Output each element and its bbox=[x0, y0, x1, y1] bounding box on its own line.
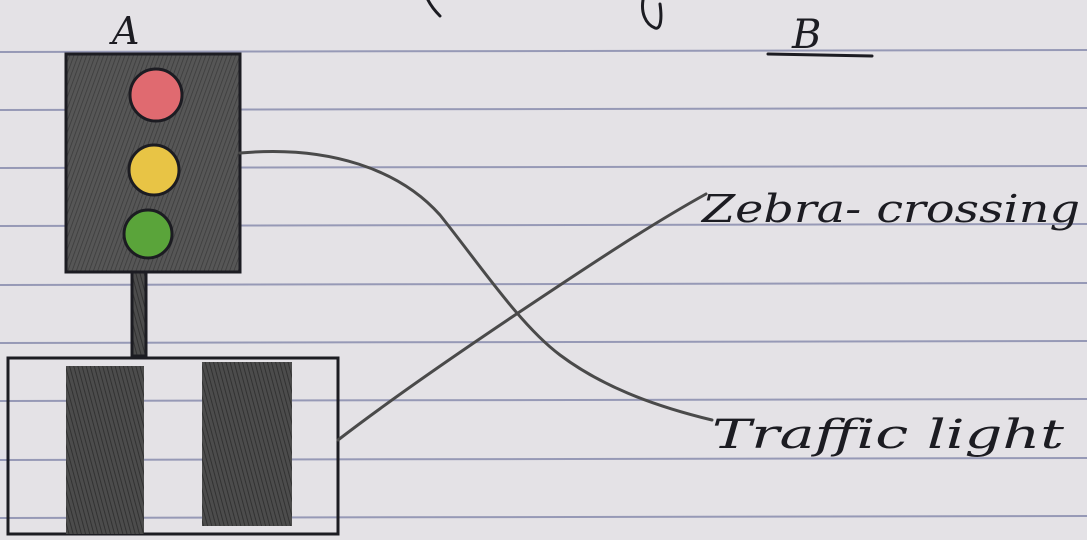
traffic-light-drawing bbox=[64, 52, 242, 358]
column-a-heading: A bbox=[109, 9, 139, 53]
red-lamp bbox=[128, 67, 184, 123]
traffic-light-pole bbox=[130, 270, 148, 358]
top-edge-marks bbox=[426, 0, 663, 30]
zebra-stripe bbox=[66, 366, 144, 534]
zebra-crossing-outline bbox=[6, 356, 340, 536]
match-line-zebra-crossing bbox=[336, 192, 708, 442]
column-b-heading: B bbox=[791, 12, 821, 58]
label-traffic-light: Traffic light bbox=[712, 412, 1065, 458]
label-zebra-crossing: Zebra- crossing bbox=[701, 187, 1080, 231]
match-line-traffic-light bbox=[238, 150, 714, 422]
column-b-underline bbox=[766, 52, 874, 58]
zebra-stripe bbox=[202, 362, 292, 526]
yellow-lamp bbox=[127, 143, 181, 197]
green-lamp bbox=[122, 208, 174, 260]
zebra-crossing-drawing bbox=[6, 356, 340, 536]
